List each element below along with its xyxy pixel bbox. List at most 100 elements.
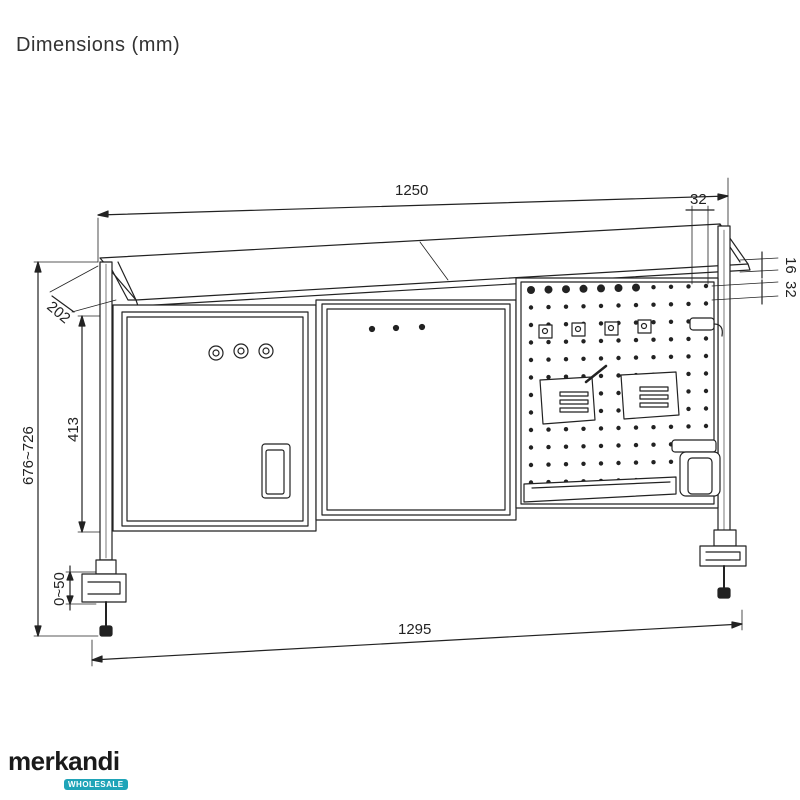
peg-hole bbox=[598, 461, 604, 466]
peg-hole bbox=[633, 320, 639, 325]
label-top-width: 1250 bbox=[395, 182, 428, 199]
peg-hole bbox=[563, 339, 569, 344]
peg-hole bbox=[546, 304, 551, 310]
peg-hole bbox=[686, 354, 691, 359]
label-depth: 202 bbox=[43, 298, 73, 327]
cup-holder bbox=[671, 439, 721, 497]
peg-hole bbox=[703, 371, 709, 376]
dimension-total-height: 676~726 bbox=[20, 261, 99, 637]
peg-hole bbox=[579, 284, 588, 293]
peg-hole bbox=[528, 375, 534, 380]
peg-hole bbox=[616, 303, 621, 308]
dimension-right-side: 16 32 bbox=[711, 251, 799, 305]
peg-hole bbox=[546, 427, 551, 432]
peg-hole bbox=[651, 337, 656, 342]
peg-hole bbox=[616, 338, 621, 343]
peg-hole bbox=[598, 408, 604, 414]
peg-hole bbox=[598, 443, 604, 449]
pegboard-tray bbox=[523, 476, 677, 503]
peg-hole bbox=[527, 286, 535, 294]
dimension-panel-height: 413 bbox=[65, 315, 101, 533]
peg-hole bbox=[668, 284, 674, 289]
shelf bbox=[99, 223, 751, 307]
peg-hole bbox=[703, 283, 709, 289]
peg-hole bbox=[686, 389, 691, 394]
label-clamp-range: 0~50 bbox=[51, 572, 68, 606]
dimension-clamp-range: 0~50 bbox=[51, 565, 97, 611]
peg-hole bbox=[686, 406, 691, 412]
label-shelf-thickness: 16 bbox=[782, 257, 799, 274]
peg-hole bbox=[581, 356, 586, 361]
peg-hole bbox=[546, 462, 551, 467]
peg-hole bbox=[633, 460, 639, 465]
peg-hole bbox=[703, 301, 709, 306]
peg-hole bbox=[528, 305, 534, 310]
peg-hole bbox=[668, 337, 674, 342]
storage-bin-right bbox=[620, 371, 680, 420]
peg-hole bbox=[563, 427, 569, 432]
peg-hole bbox=[668, 459, 674, 464]
peg-hole bbox=[616, 390, 621, 396]
right-clamp bbox=[699, 529, 747, 599]
peg-hole bbox=[528, 445, 534, 450]
peg-hole bbox=[686, 301, 691, 307]
left-clamp bbox=[81, 559, 127, 637]
middle-panel bbox=[315, 299, 517, 521]
peg-hole bbox=[703, 423, 709, 429]
peg-hole bbox=[528, 392, 534, 398]
peg-hole bbox=[616, 425, 621, 431]
label-bottom-width: 1295 bbox=[398, 621, 431, 638]
peg-hole bbox=[563, 444, 569, 449]
peg-hole bbox=[616, 443, 621, 448]
peg-hole bbox=[668, 302, 674, 307]
logo-word: merkandi bbox=[8, 746, 120, 776]
peg-hole bbox=[651, 460, 656, 465]
peg-hole bbox=[528, 357, 534, 363]
page-title: Dimensions (mm) bbox=[16, 34, 181, 56]
peg-hole bbox=[581, 461, 586, 466]
peg-hole bbox=[668, 354, 674, 359]
dimension-hole-pitch-h: 32 bbox=[685, 191, 715, 285]
peg-hole bbox=[616, 373, 621, 378]
peg-hole bbox=[528, 322, 534, 328]
peg-hole bbox=[616, 408, 621, 413]
peg-hole bbox=[686, 336, 691, 342]
peg-hole bbox=[598, 356, 604, 361]
peg-hole bbox=[546, 444, 551, 450]
peg-hole bbox=[544, 285, 553, 294]
left-post bbox=[99, 261, 137, 561]
peg-hole bbox=[581, 444, 586, 449]
peg-hole bbox=[528, 462, 534, 468]
dimension-top-width: 1250 bbox=[97, 177, 729, 263]
peg-hole bbox=[633, 425, 639, 430]
logo-badge: WHOLESALE bbox=[64, 779, 128, 790]
peg-hole bbox=[633, 302, 639, 308]
peg-hole bbox=[581, 339, 586, 344]
headphone-hook bbox=[689, 317, 723, 337]
peg-hole bbox=[563, 374, 569, 379]
peg-hole bbox=[598, 426, 604, 431]
left-panel bbox=[112, 304, 317, 532]
peg-hole bbox=[651, 285, 656, 290]
label-total-height: 676~726 bbox=[20, 426, 37, 485]
peg-hole bbox=[563, 357, 569, 362]
peg-hole bbox=[598, 373, 604, 379]
peg-hole bbox=[668, 319, 674, 324]
dimension-bottom-width: 1295 bbox=[91, 609, 743, 667]
peg-hole bbox=[598, 303, 604, 309]
peg-hole bbox=[703, 336, 709, 341]
peg-hole bbox=[632, 283, 640, 292]
peg-hole bbox=[563, 304, 569, 309]
peg-hole bbox=[616, 355, 621, 361]
pegboard-panel bbox=[515, 277, 723, 509]
peg-hole bbox=[528, 410, 534, 415]
peg-hole bbox=[651, 442, 656, 447]
peg-hole bbox=[563, 462, 569, 467]
merkandi-logo: merkandi WHOLESALE bbox=[8, 748, 128, 792]
peg-hole bbox=[528, 340, 534, 345]
peg-hole bbox=[562, 285, 570, 294]
peg-hole bbox=[616, 460, 621, 466]
peg-hole bbox=[581, 304, 586, 309]
peg-hole bbox=[633, 442, 639, 448]
